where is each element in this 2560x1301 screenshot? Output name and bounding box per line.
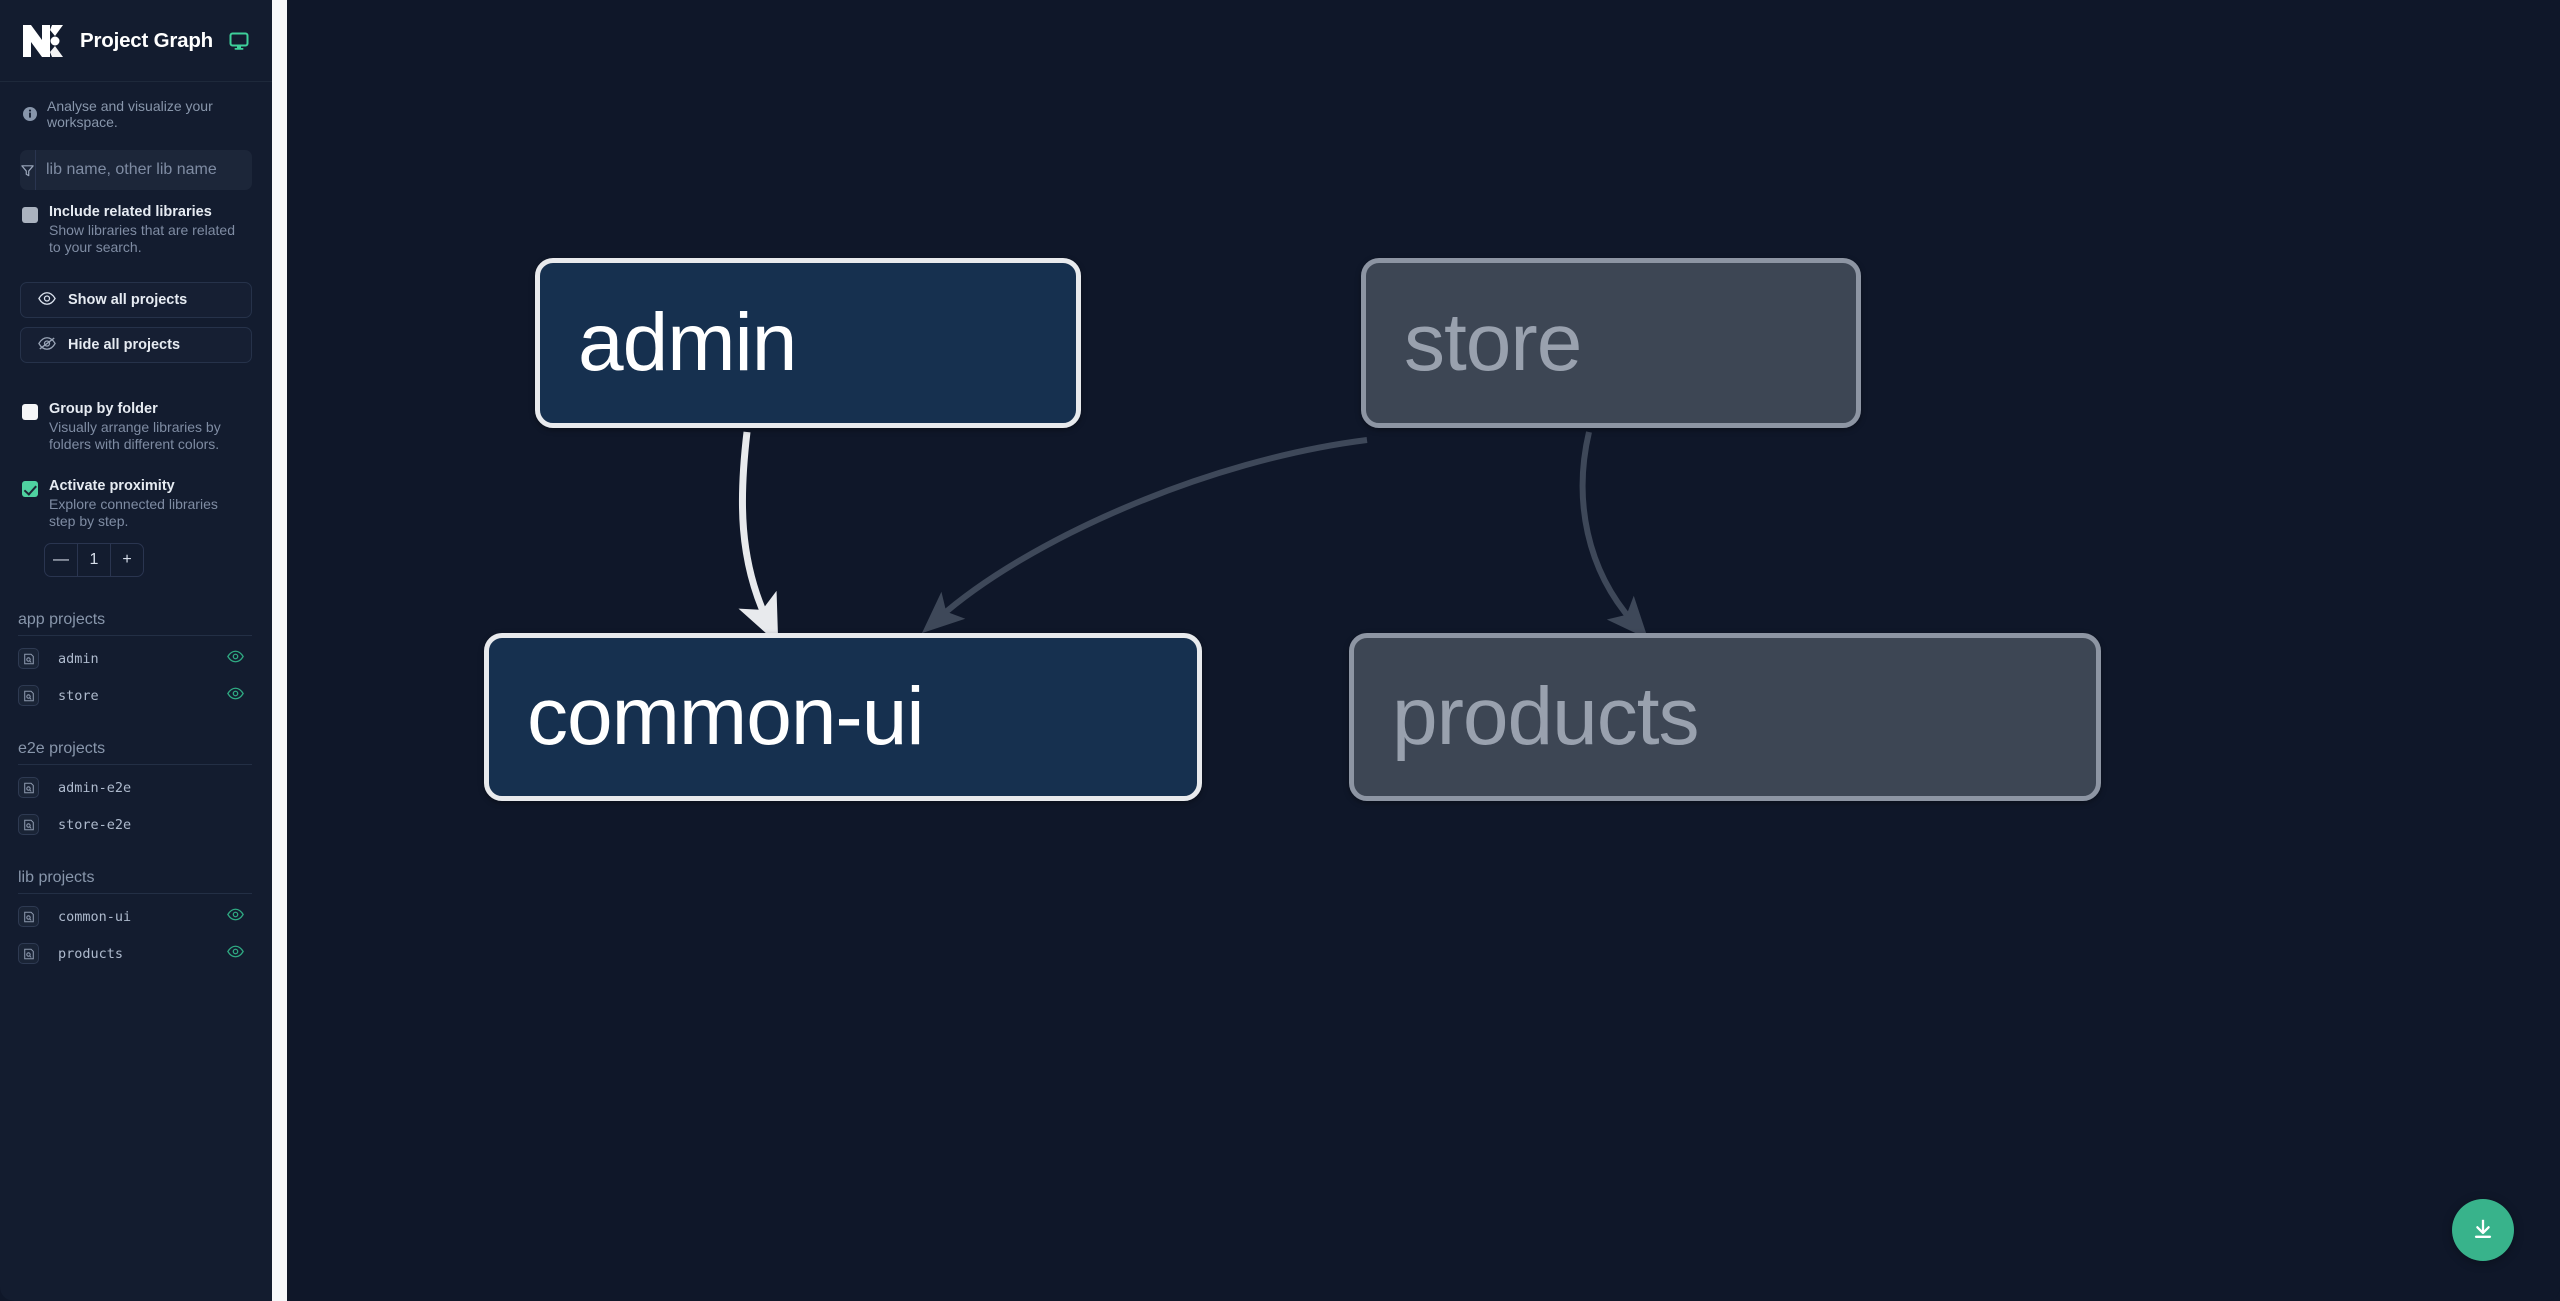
page-title: Project Graph (80, 28, 213, 52)
option-description: Show libraries that are related to your … (49, 222, 235, 255)
project-row-common-ui[interactable]: common-ui (16, 898, 252, 935)
option-title: Include related libraries (49, 204, 212, 220)
eye-icon (38, 291, 56, 309)
project-group-heading: e2e projects (18, 740, 252, 765)
graph-node-label: products (1392, 671, 1700, 762)
sidebar: Project Graph Analyse and visualize your… (0, 0, 272, 1301)
project-group-heading: lib projects (18, 869, 252, 894)
search-bar[interactable] (20, 150, 252, 190)
filter-icon (20, 150, 36, 190)
graph-node-common-ui[interactable]: common-ui (484, 633, 1202, 801)
graph-node-label: common-ui (527, 671, 925, 762)
graph-node-label: admin (578, 297, 797, 388)
group-by-folder-checkbox[interactable] (22, 404, 38, 420)
project-group-e2e-projects: e2e projects admin-e2e store-e2e (0, 740, 272, 843)
project-row-store[interactable]: store (16, 677, 252, 714)
project-visibility-eye-icon[interactable] (227, 945, 244, 962)
project-icon (18, 648, 39, 669)
project-visibility-eye-icon[interactable] (227, 908, 244, 925)
include-related-libraries-checkbox[interactable] (22, 207, 38, 223)
proximity-value: 1 (77, 544, 111, 576)
hide-all-projects-button[interactable]: Hide all projects (20, 327, 252, 363)
project-group-lib-projects: lib projects common-ui products (0, 869, 272, 972)
option-activate-proximity[interactable]: Activate proximity Explore connected lib… (0, 464, 272, 530)
download-icon (2470, 1216, 2496, 1245)
eye-off-icon (38, 336, 56, 354)
option-description: Explore connected libraries step by step… (49, 496, 218, 529)
graph-canvas[interactable]: admin store common-ui products (287, 0, 2560, 1301)
project-row-store-e2e[interactable]: store-e2e (16, 806, 252, 843)
project-row-products[interactable]: products (16, 935, 252, 972)
project-icon (18, 777, 39, 798)
option-include-related-libraries[interactable]: Include related libraries Show libraries… (0, 190, 272, 256)
option-title: Activate proximity (49, 478, 175, 494)
nx-logo-icon (22, 21, 64, 61)
project-name: store (58, 687, 99, 704)
project-icon (18, 943, 39, 964)
proximity-stepper[interactable]: — 1 + (44, 543, 144, 577)
info-icon (22, 106, 38, 122)
monitor-icon[interactable] (229, 31, 249, 51)
show-all-projects-button[interactable]: Show all projects (20, 282, 252, 318)
project-name: admin-e2e (58, 779, 132, 796)
edge-store-to-common-ui (921, 437, 1368, 634)
sidebar-header: Project Graph (0, 0, 272, 82)
graph-node-label: store (1404, 297, 1582, 388)
project-visibility-eye-icon[interactable] (227, 687, 244, 704)
project-name: store-e2e (58, 816, 132, 833)
project-name: admin (58, 650, 99, 667)
edge-admin-to-common-ui (738, 431, 779, 645)
hide-all-projects-label: Hide all projects (68, 337, 181, 353)
sidebar-subtitle: Analyse and visualize your workspace. (0, 82, 272, 144)
sidebar-subtitle-text: Analyse and visualize your workspace. (47, 98, 213, 130)
project-groups: app projects admin store e2e projects admin-… (0, 611, 272, 972)
proximity-increment-button[interactable]: + (122, 551, 132, 568)
graph-node-store[interactable]: store (1361, 258, 1861, 428)
option-group-by-folder[interactable]: Group by folder Visually arrange librari… (0, 387, 272, 453)
option-title: Group by folder (49, 401, 158, 417)
option-description: Visually arrange libraries by folders wi… (49, 419, 221, 452)
project-name: common-ui (58, 908, 132, 925)
project-group-heading: app projects (18, 611, 252, 636)
project-icon (18, 814, 39, 835)
project-icon (18, 685, 39, 706)
proximity-decrement-button[interactable]: — (53, 551, 69, 568)
show-all-projects-label: Show all projects (68, 292, 188, 308)
project-row-admin-e2e[interactable]: admin-e2e (16, 769, 252, 806)
project-row-admin[interactable]: admin (16, 640, 252, 677)
search-input[interactable] (36, 150, 252, 190)
graph-node-admin[interactable]: admin (535, 258, 1081, 428)
project-icon (18, 906, 39, 927)
visibility-buttons: Show all projects Hide all projects (0, 282, 272, 363)
download-button[interactable] (2452, 1199, 2514, 1261)
project-name: products (58, 945, 124, 962)
project-visibility-eye-icon[interactable] (227, 650, 244, 667)
activate-proximity-checkbox[interactable] (22, 481, 38, 497)
project-group-app-projects: app projects admin store (0, 611, 272, 714)
graph-node-products[interactable]: products (1349, 633, 2101, 801)
edge-store-to-products (1579, 431, 1649, 640)
sidebar-resize-handle[interactable] (272, 0, 287, 1301)
graph-edges (738, 431, 1649, 645)
